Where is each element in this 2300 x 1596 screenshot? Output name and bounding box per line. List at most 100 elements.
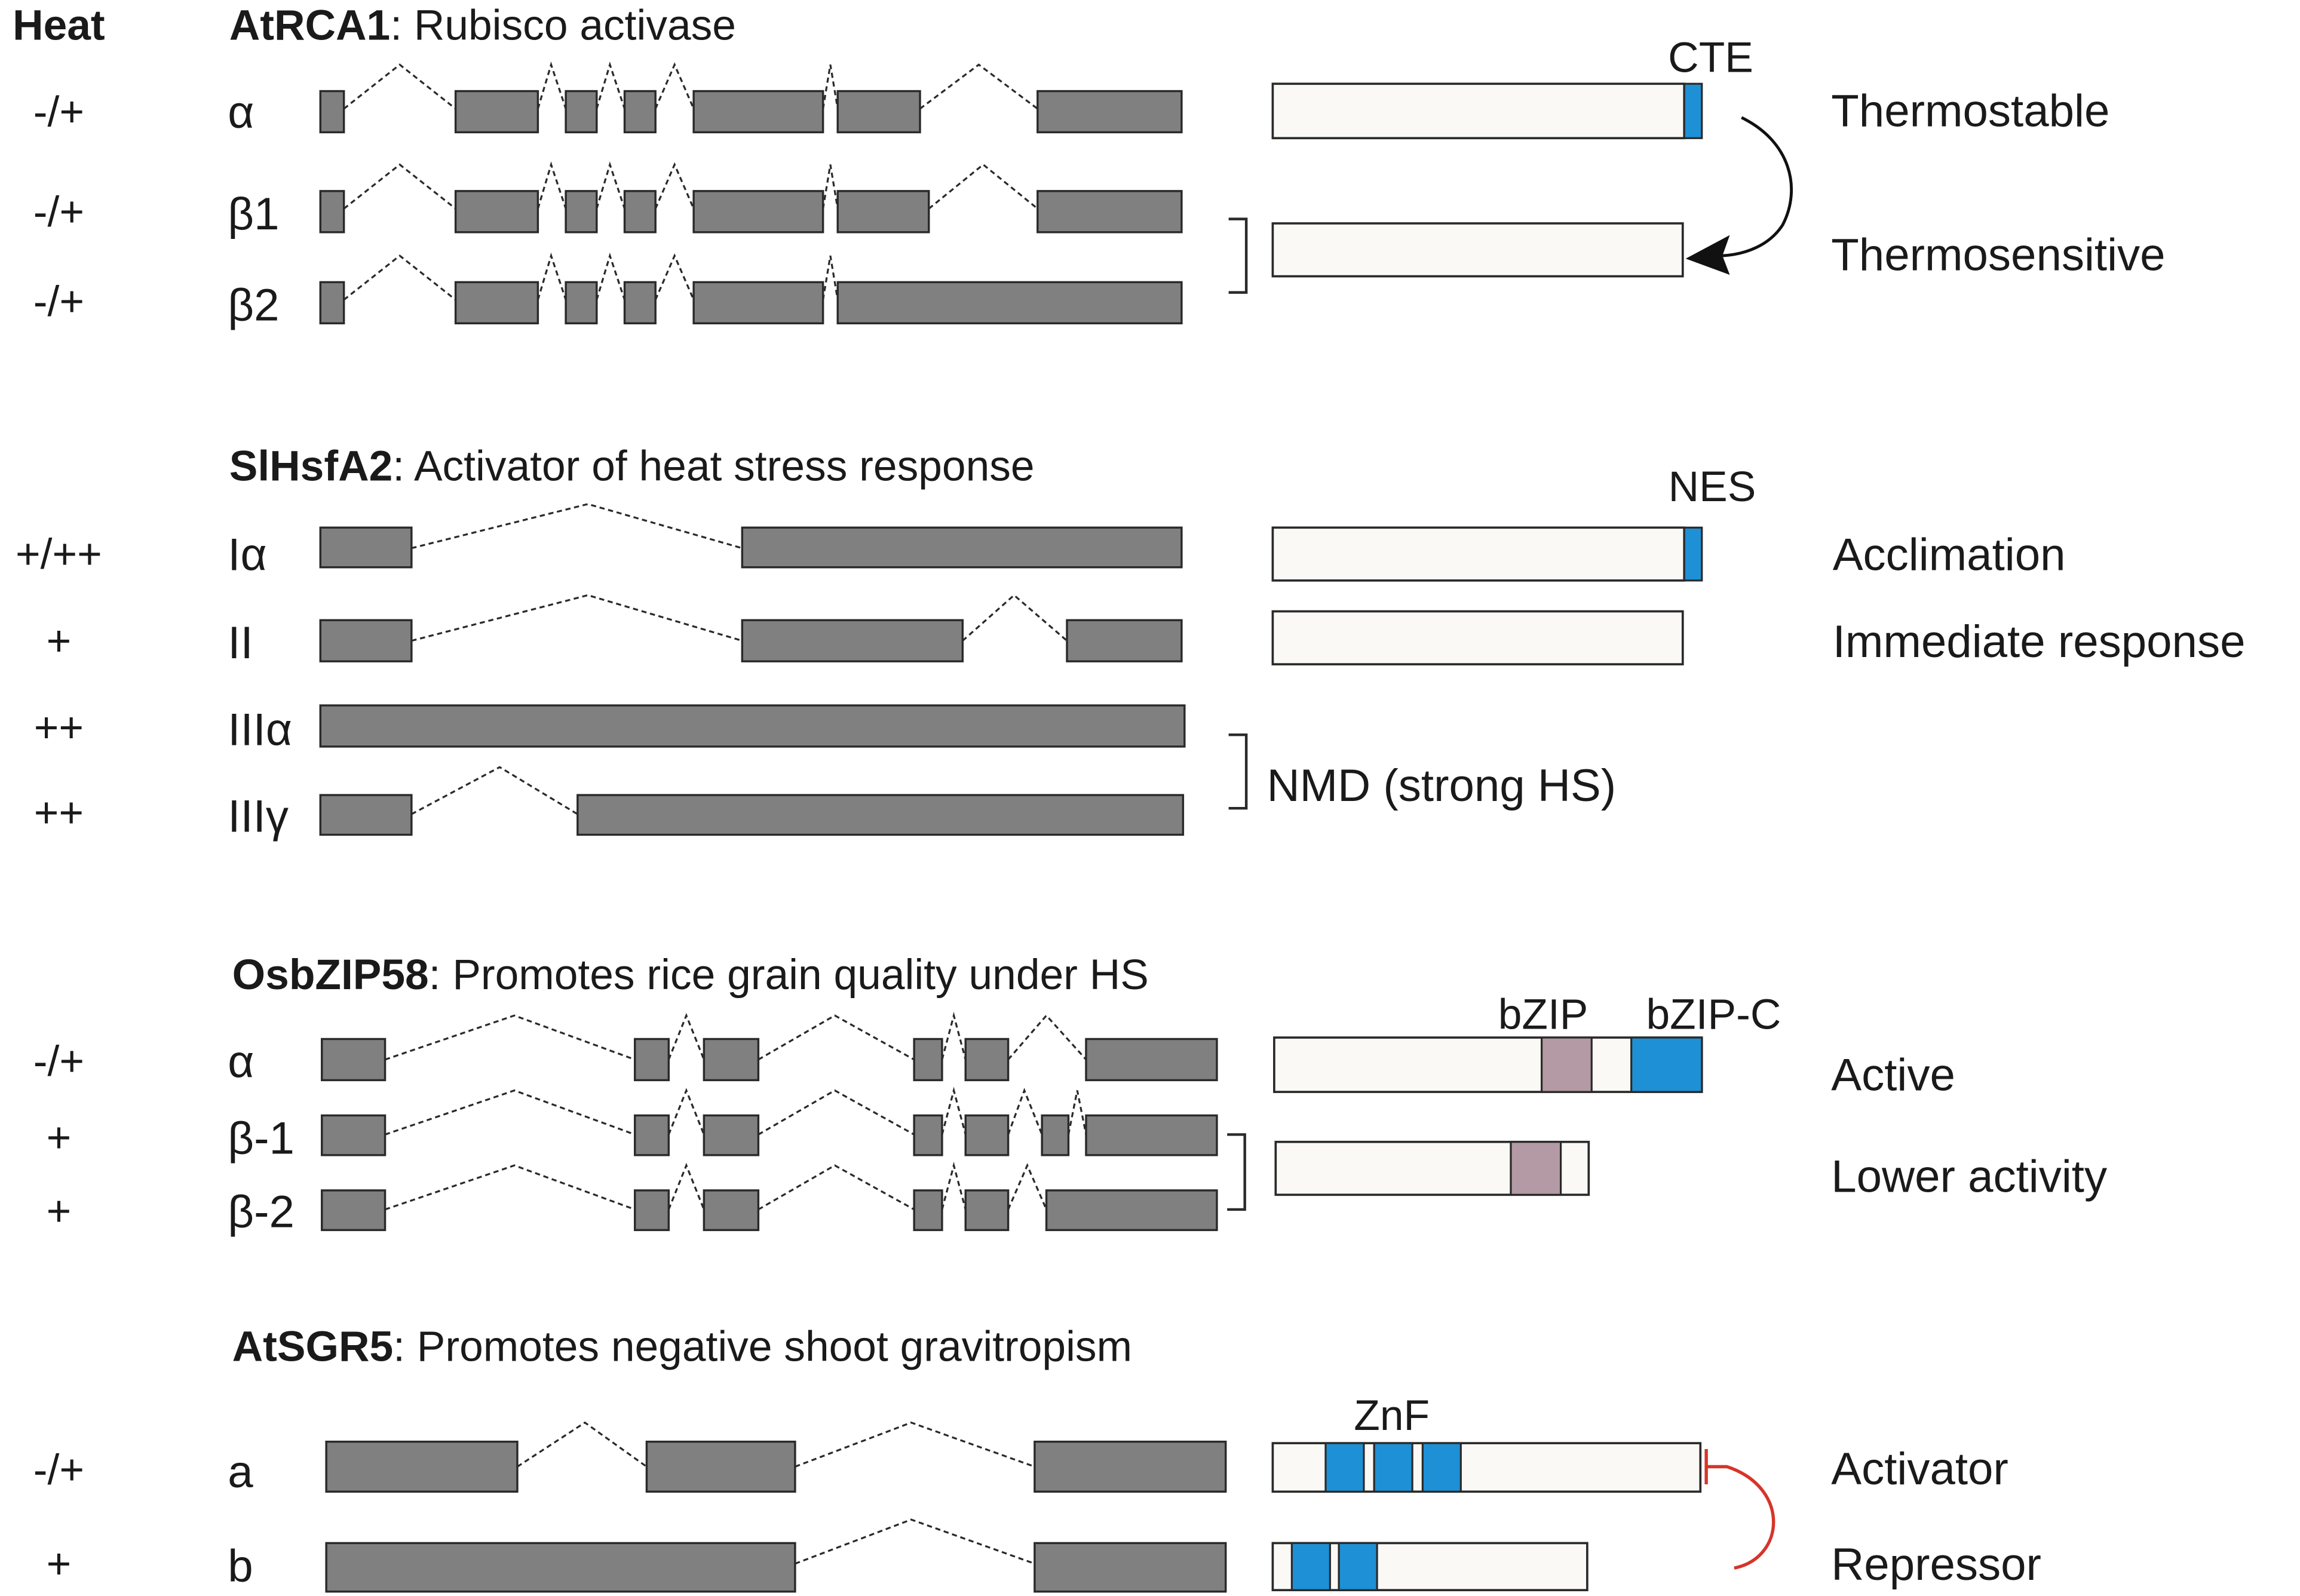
- exon: [319, 704, 1186, 748]
- intron: [385, 1164, 636, 1211]
- gene-description: : Promotes negative shoot gravitropism: [393, 1322, 1132, 1370]
- conversion-arrow: [1685, 116, 1793, 275]
- heat-level: ++: [34, 789, 84, 837]
- intron: [1067, 1090, 1087, 1135]
- exon: [319, 90, 345, 134]
- exon: [623, 281, 657, 325]
- function-label: Activator: [1831, 1444, 2008, 1494]
- exon: [1034, 1542, 1227, 1593]
- function-label: Lower activity: [1831, 1151, 2107, 1202]
- intron: [411, 766, 578, 815]
- intron: [517, 1421, 648, 1468]
- gene-model: [319, 161, 1183, 234]
- exon: [634, 1114, 670, 1156]
- exon: [1036, 90, 1183, 134]
- heat-level: -/+: [33, 278, 84, 326]
- isoform-name: IIIα: [228, 704, 292, 755]
- intron: [822, 255, 839, 300]
- intron: [822, 164, 839, 209]
- gene-title: OsbZIP58: Promotes rice grain quality un…: [232, 951, 1149, 999]
- intron: [941, 1161, 967, 1210]
- intron: [667, 1162, 705, 1210]
- exon: [913, 1038, 943, 1082]
- exon: [634, 1189, 670, 1232]
- protein-bar: [1271, 610, 1684, 665]
- isoform-bracket: [1228, 217, 1248, 294]
- intron: [795, 1421, 1035, 1468]
- intron: [667, 1088, 705, 1135]
- intron: [411, 503, 743, 550]
- heat-level: -/+: [33, 188, 84, 236]
- heat-level: +/++: [16, 530, 102, 578]
- isoform-name: α: [228, 1036, 254, 1087]
- exon: [321, 1038, 387, 1082]
- gene-model: [319, 704, 1186, 748]
- intron: [343, 163, 456, 210]
- gene-name: AtRCA1: [229, 1, 390, 49]
- intron: [758, 1164, 915, 1211]
- isoform-bracket: [1228, 733, 1248, 810]
- exon: [623, 90, 657, 134]
- znf-domain: [1290, 1542, 1331, 1591]
- exon: [692, 281, 824, 325]
- domain-label: ZnF: [1354, 1392, 1430, 1440]
- panel-osbzip58: OsbZIP58: Promotes rice grain quality un…: [33, 951, 2107, 1238]
- exon: [836, 281, 1183, 325]
- heat-level: +: [47, 1187, 72, 1235]
- isoform-name: II: [228, 618, 253, 668]
- gene-name: SlHsfA2: [229, 443, 392, 490]
- gene-model: [319, 252, 1183, 325]
- intron: [596, 252, 626, 300]
- intron: [1007, 1088, 1043, 1135]
- isoform-name: b: [228, 1540, 253, 1591]
- gene-model: [325, 1518, 1227, 1593]
- gene-model: [319, 766, 1185, 836]
- panel-slhsfa2: SlHsfA2: Activator of heat stress respon…: [16, 443, 2245, 842]
- exon: [703, 1038, 760, 1082]
- intron: [385, 1089, 636, 1135]
- function-label: Acclimation: [1833, 530, 2066, 581]
- gene-model: [325, 1421, 1227, 1493]
- exon: [623, 190, 657, 234]
- exon: [319, 526, 413, 569]
- isoform-name: IIIγ: [228, 791, 289, 842]
- znf-domain: [1324, 1442, 1365, 1493]
- function-label: Repressor: [1831, 1539, 2041, 1590]
- exon: [454, 190, 539, 234]
- intron: [654, 162, 695, 210]
- protein-bar: [1271, 222, 1684, 278]
- intron: [1007, 1163, 1048, 1210]
- bzip-domain: [1541, 1036, 1593, 1093]
- intron: [536, 61, 567, 109]
- exon: [321, 1189, 387, 1232]
- gene-model: [319, 503, 1183, 569]
- isoform-name: β-2: [228, 1186, 295, 1237]
- gene-model: [319, 594, 1183, 662]
- function-label: Active: [1831, 1050, 1955, 1101]
- intron: [941, 1011, 967, 1060]
- exon: [1085, 1038, 1218, 1082]
- exon: [634, 1038, 670, 1082]
- exon: [836, 90, 921, 134]
- intron: [795, 1518, 1035, 1565]
- isoform-name: β1: [228, 189, 279, 240]
- exon: [321, 1114, 387, 1156]
- domain-label: bZIP: [1498, 990, 1588, 1038]
- intron: [758, 1089, 915, 1135]
- inhibition-arrow: [1704, 1448, 1775, 1570]
- exon: [741, 619, 964, 662]
- domain-label: NES: [1669, 463, 1756, 511]
- gene-title: SlHsfA2: Activator of heat stress respon…: [229, 443, 1035, 490]
- heat-level: -/+: [33, 1038, 84, 1085]
- intron: [385, 1014, 636, 1061]
- exon: [836, 190, 930, 234]
- isoform-name: β2: [228, 280, 279, 330]
- gene-description: : Activator of heat stress response: [392, 443, 1034, 490]
- function-label: Immediate response: [1833, 616, 2246, 667]
- heat-level: ++: [34, 704, 84, 752]
- isoform-name: Iα: [228, 530, 266, 581]
- gene-title: AtRCA1: Rubisco activase: [229, 1, 736, 49]
- exon: [1085, 1114, 1218, 1156]
- intron: [343, 254, 456, 301]
- znf-domain: [1338, 1542, 1378, 1591]
